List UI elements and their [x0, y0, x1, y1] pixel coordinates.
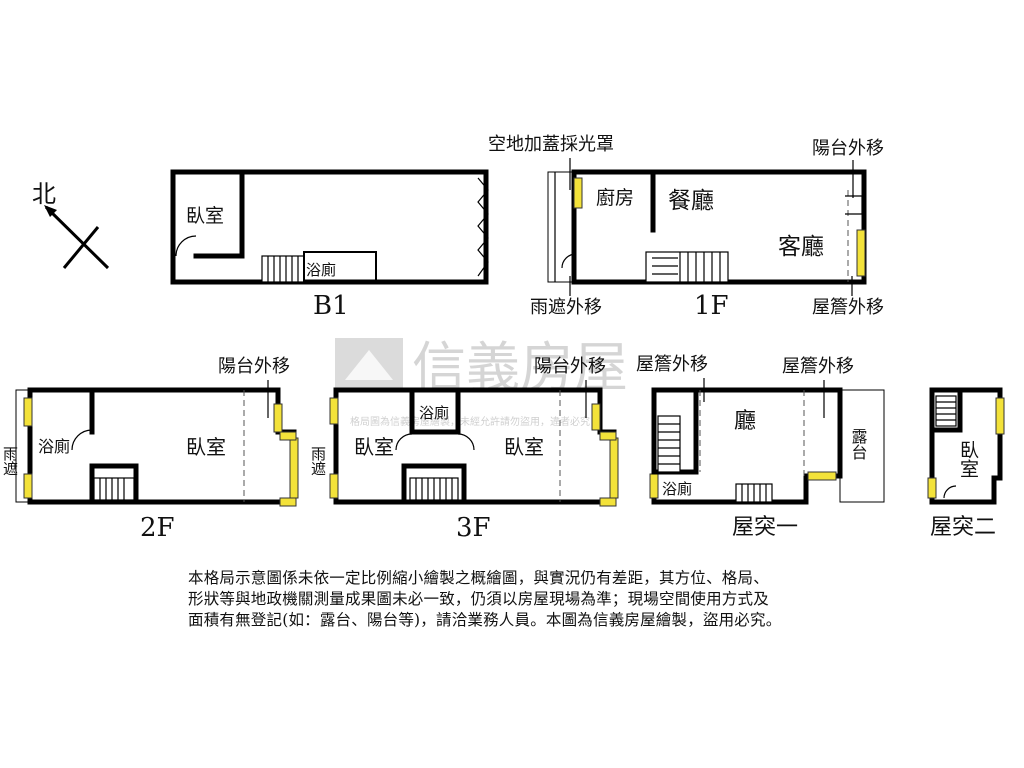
disclaimer-line: 形狀等與地政機關測量成果圖未必一致，仍須以房屋現場為準；現場空間使用方式及 [188, 590, 769, 608]
disclaimer-line: 本格局示意圖係未依一定比例縮小繪製之概繪圖，與實況仍有差距，其方位、格局、 [188, 569, 769, 587]
1f-room-label: 餐廳 [668, 188, 714, 214]
3f-window [329, 397, 339, 425]
3f-room-label: 雨遮 [309, 446, 327, 476]
floor-b1: 臥室 浴廁 B1 [170, 169, 489, 321]
1f-window [856, 229, 866, 277]
1f-window [573, 177, 583, 209]
1f-outer-wall [571, 169, 867, 285]
roof1-room-label: 露台 [849, 428, 868, 460]
2f-room-label: 臥室 [186, 435, 226, 459]
watermark-logo-mark [345, 350, 393, 380]
roof2-window [995, 397, 1005, 435]
compass-arrowhead-icon [44, 205, 57, 217]
roof1-window [807, 471, 837, 481]
roof1-stair-icon [657, 415, 681, 473]
roof2-room-label: 臥室 [957, 440, 979, 478]
3f-callout-balcony: 陽台外移 [534, 356, 606, 377]
floor-3f: 雨遮 浴廁 臥室 臥室 3F 陽台外移 [309, 356, 619, 543]
1f-stair-icon [645, 251, 729, 283]
3f-window [609, 437, 619, 499]
3f-room-label: 臥室 [504, 435, 544, 459]
3f-window [329, 473, 339, 499]
b1-bedroom-wall [193, 169, 245, 259]
3f-room-label: 臥室 [354, 435, 394, 459]
3f-window [591, 403, 601, 431]
2f-room-label: 雨遮 [1, 446, 19, 476]
compass-north-label: 北 [32, 180, 56, 208]
3f-bath-wall [409, 387, 461, 435]
b1-floor-title: B1 [313, 291, 349, 321]
roof2-stair-icon [935, 395, 957, 427]
disclaimer-line: 面積有無登記(如：露台、陽台等)，請洽業務人員。本圖為信義房屋繪製，盜用必究。 [188, 611, 782, 629]
2f-room-label: 浴廁 [38, 437, 70, 456]
roof1-terrace-area [839, 389, 885, 503]
1f-room-label: 客廳 [778, 234, 824, 260]
roof1-window [649, 473, 659, 499]
floor-2f: 雨遮 浴廁 臥室 2F 陽台外移 [1, 356, 299, 543]
roof2-outer-wall [929, 387, 1003, 505]
2f-window [23, 397, 33, 427]
compass: 北 [32, 180, 110, 270]
2f-stair-wall [89, 463, 139, 505]
roof1-callout-eave: 屋簷外移 [782, 356, 854, 377]
compass-cross-line [62, 226, 100, 269]
roof2-stair-wall [929, 387, 963, 433]
1f-callout-eave: 屋簷外移 [812, 297, 884, 318]
roof1-room-label: 廳 [734, 409, 756, 434]
1f-room-label: 廚房 [596, 186, 634, 209]
2f-window [273, 403, 283, 433]
roof2-door-swing-icon [943, 485, 957, 499]
floor-1f: 廚房 餐廳 客廳 1F 空地加蓋採光罩 陽台外移 雨遮外移 屋簷外移 [488, 134, 884, 321]
1f-door-swing-icon [561, 253, 577, 269]
3f-room-label: 浴廁 [419, 404, 449, 422]
b1-door-swing-icon [175, 235, 197, 257]
1f-floor-title: 1F [694, 291, 729, 321]
3f-door-swing-icon [395, 433, 475, 451]
compass-north-arrow-icon [44, 205, 110, 270]
roof2-window [927, 477, 937, 499]
2f-callout-balcony: 陽台外移 [218, 356, 290, 377]
watermark-logo-icon [335, 338, 403, 390]
b1-bathroom-wall [303, 251, 377, 283]
b1-folding-door-icon [477, 177, 489, 277]
roof1-room-label: 浴廁 [662, 480, 692, 498]
2f-window [23, 473, 33, 499]
watermark: 信義房屋 格局圖為信義房屋繪製，未經允許請勿盜用，違者必究 [335, 336, 628, 428]
b1-room-label: 浴廁 [306, 261, 336, 279]
2f-door-swing-icon [71, 429, 93, 451]
floor-roof-2: 臥室 屋突二 [927, 387, 1005, 540]
1f-callout-canopy: 雨遮外移 [530, 297, 602, 318]
roof1-floor-title: 屋突一 [732, 515, 798, 540]
roof2-floor-title: 屋突二 [930, 515, 996, 540]
roof1-callout-eave: 屋簷外移 [636, 354, 708, 375]
disclaimer-notice: 本格局示意圖係未依一定比例縮小繪製之概繪圖，與實況仍有差距，其方位、格局、 形狀… [188, 568, 868, 631]
b1-room-label: 臥室 [186, 205, 224, 227]
2f-window [289, 437, 299, 499]
b1-stair-icon [261, 255, 305, 283]
1f-callout-balcony: 陽台外移 [812, 138, 884, 159]
2f-floor-title: 2F [140, 513, 175, 543]
3f-floor-title: 3F [456, 513, 491, 543]
1f-callout-skylight: 空地加蓋採光罩 [488, 134, 614, 155]
watermark-small-text: 格局圖為信義房屋繪製，未經允許請勿盜用，違者必究 [350, 415, 590, 428]
3f-stair-wall [401, 463, 467, 505]
floor-roof-1: 廳 浴廁 露台 屋突一 屋簷外移 屋簷外移 [636, 354, 885, 540]
